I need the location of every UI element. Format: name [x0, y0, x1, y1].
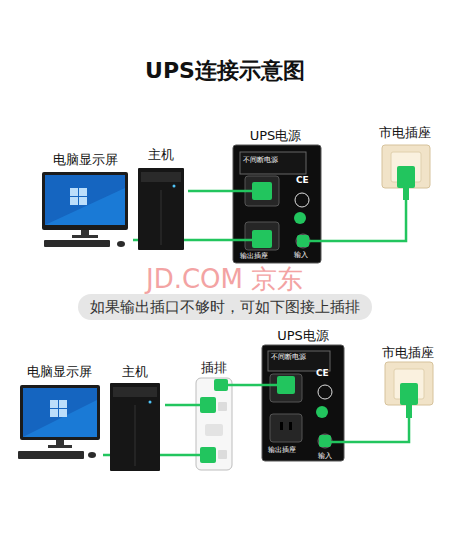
- panel-text: 输入: [318, 452, 332, 460]
- device-label: UPS电源: [250, 128, 302, 144]
- panel-text: 输出插座: [240, 252, 268, 260]
- ups-device: UPS电源不间断电源输出插座 输入: [228, 128, 323, 263]
- host-picture: [110, 383, 160, 471]
- device-label: UPS电源: [277, 328, 329, 344]
- device-label: 主机: [122, 364, 148, 380]
- device-label: 市电插座: [382, 345, 434, 361]
- monitor-device: 电脑显示屏: [15, 362, 103, 470]
- device-label: 电脑显示屏: [27, 364, 92, 380]
- power-strip: 插排: [188, 358, 240, 473]
- outlet-picture: [385, 362, 433, 418]
- panel-text: 不间断电源: [243, 156, 278, 164]
- device-label: 主机: [148, 147, 174, 163]
- host-device: 主机: [105, 362, 165, 474]
- power-cable: [323, 200, 406, 241]
- power-cable: [188, 190, 228, 193]
- ups-picture: [258, 345, 348, 461]
- ups-picture: [228, 145, 323, 263]
- outlet-picture: [382, 145, 430, 200]
- ce-mark: CE: [316, 369, 329, 378]
- power-cable: [165, 404, 188, 407]
- device-label: 如果输出插口不够时，可如下图接上插排: [90, 298, 360, 316]
- panel-text: 输出插座: [268, 446, 296, 454]
- monitor-picture: [18, 385, 100, 459]
- wall-outlet: 市电插座: [375, 125, 435, 200]
- panel-text: 不间断电源: [271, 353, 306, 361]
- host-device: 主机: [133, 145, 188, 253]
- monitor-device: 电脑显示屏: [38, 150, 133, 250]
- power-cable: [348, 418, 409, 442]
- host-picture: [138, 168, 184, 250]
- power-cable: [240, 384, 258, 387]
- ups-device: UPS电源不间断电源输出插座输入: [258, 326, 348, 464]
- device-label: 电脑显示屏: [53, 152, 118, 168]
- watermark: JD.COM 京东: [146, 266, 303, 292]
- diagram-title: UPS连接示意图: [0, 56, 450, 86]
- panel-text: 输入: [294, 251, 308, 259]
- wall-outlet: 市电插座: [378, 343, 438, 418]
- monitor-picture: [42, 172, 128, 247]
- ce-mark: CE: [296, 176, 309, 185]
- device-label: 插排: [201, 360, 227, 376]
- device-label: 市电插座: [379, 125, 431, 141]
- power-strip-picture: [188, 378, 240, 470]
- note-banner: 如果输出插口不够时，可如下图接上插排: [78, 294, 372, 320]
